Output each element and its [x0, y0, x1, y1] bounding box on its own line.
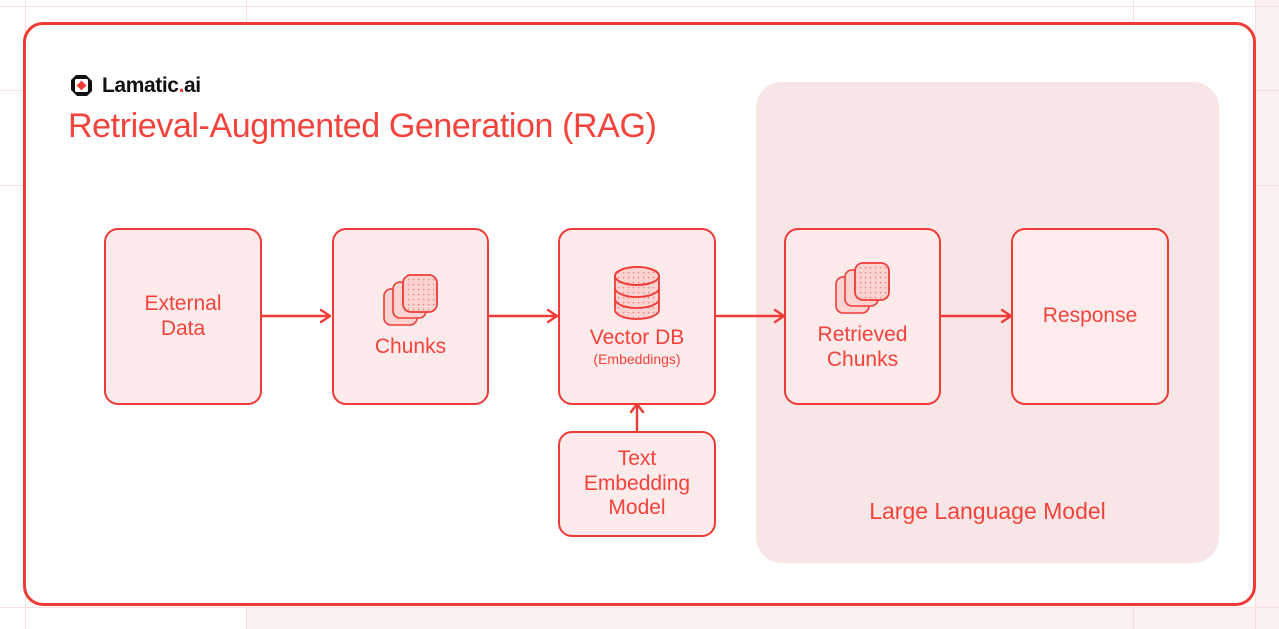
node-text-embedding-model-label: Text Embedding Model: [583, 446, 691, 520]
node-chunks[interactable]: Chunks: [332, 228, 489, 405]
brand-name-suffix: ai: [184, 74, 201, 97]
node-vector-db-sublabel: (Embeddings): [593, 351, 681, 368]
canvas-tint-region-right: [1256, 0, 1279, 629]
edge-external-data-to-chunks: [262, 306, 332, 326]
edge-text-embedding-model-to-vector-db: [627, 402, 647, 433]
brand-name-dot: .: [178, 74, 185, 97]
node-response-label: Response: [1042, 304, 1138, 328]
node-external-data-label: External Data: [144, 291, 222, 340]
brand-name: Lamatic.ai: [102, 75, 201, 96]
node-retrieved-chunks-label: Retrieved Chunks: [817, 322, 908, 371]
edge-chunks-to-vector-db: [489, 306, 559, 326]
page-title: Retrieval-Augmented Generation (RAG): [68, 107, 657, 145]
grid-line-horizontal: [0, 607, 1279, 608]
stacked-cards-icon: [834, 261, 890, 314]
node-chunks-label: Chunks: [374, 335, 447, 359]
stacked-cards-icon: [382, 274, 438, 326]
diagram-card: Large Language Model Lamatic.ai Retrieva…: [23, 22, 1256, 606]
llm-group-label: Large Language Model: [869, 498, 1106, 524]
node-external-data[interactable]: External Data: [104, 228, 262, 405]
lamatic-diamond-logo-icon: [71, 75, 92, 96]
brand-row: Lamatic.ai: [69, 73, 201, 98]
node-vector-db[interactable]: Vector DB (Embeddings): [558, 228, 716, 405]
node-text-embedding-model[interactable]: Text Embedding Model: [558, 431, 716, 537]
node-retrieved-chunks[interactable]: Retrieved Chunks: [784, 228, 941, 405]
grid-line-horizontal: [0, 6, 1279, 7]
canvas-tint-region: [246, 607, 1279, 629]
brand-name-main: Lamatic: [102, 74, 179, 97]
node-response[interactable]: Response: [1011, 228, 1169, 405]
node-vector-db-label: Vector DB: [589, 325, 685, 349]
database-cylinder-icon: [614, 265, 660, 320]
